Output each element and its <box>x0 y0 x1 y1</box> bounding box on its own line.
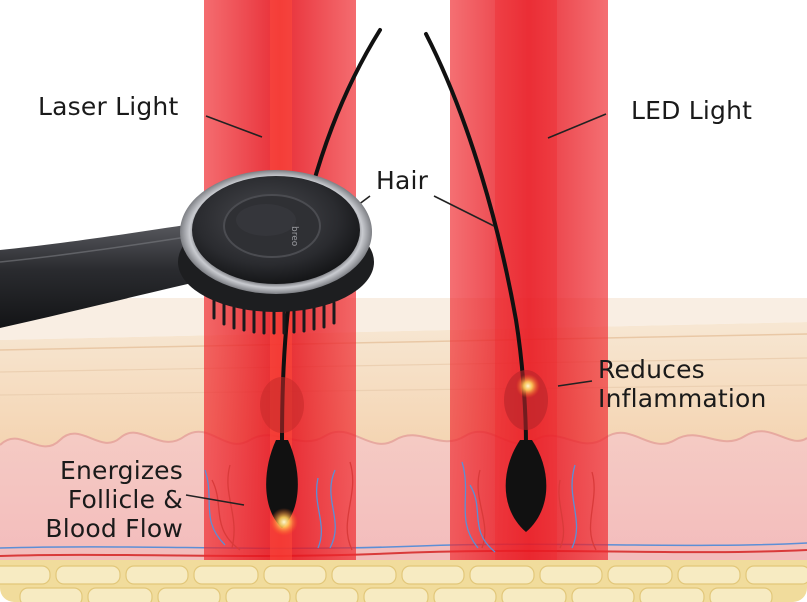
blood-vessel <box>0 542 807 550</box>
blood-vessel <box>0 549 807 557</box>
label-laser-light: Laser Light <box>38 92 179 121</box>
label-reduces-inflammation: Reduces Inflammation <box>598 355 767 413</box>
bristles <box>212 298 336 335</box>
label-line: Inflammation <box>598 384 767 413</box>
label-hair: Hair <box>376 166 429 195</box>
pointer-led <box>547 113 607 139</box>
pointer-hair-right <box>433 195 495 227</box>
device-handle <box>0 222 214 328</box>
label-line: Blood Flow <box>45 514 183 543</box>
follicle-bulb-left <box>266 440 298 528</box>
label-led-light: LED Light <box>631 96 753 125</box>
glow-left <box>270 508 298 536</box>
glow-right <box>516 374 540 398</box>
follicle-bulb-right <box>505 440 547 532</box>
brush-device: breo <box>0 170 374 335</box>
device-logo: breo <box>289 226 299 247</box>
capillaries-right <box>461 461 597 553</box>
follicle-sheath-left <box>260 377 304 433</box>
pointer-reduces <box>557 380 593 387</box>
capillaries-left <box>204 461 354 551</box>
pointer-energizes <box>185 494 245 506</box>
pointer-laser <box>205 115 263 138</box>
label-line: Reduces <box>598 355 705 384</box>
label-line: Follicle & <box>67 485 183 514</box>
label-energizes-follicle: Energizes Follicle & Blood Flow <box>15 456 183 543</box>
fat-cells <box>0 565 807 602</box>
label-line: Energizes <box>59 456 183 485</box>
